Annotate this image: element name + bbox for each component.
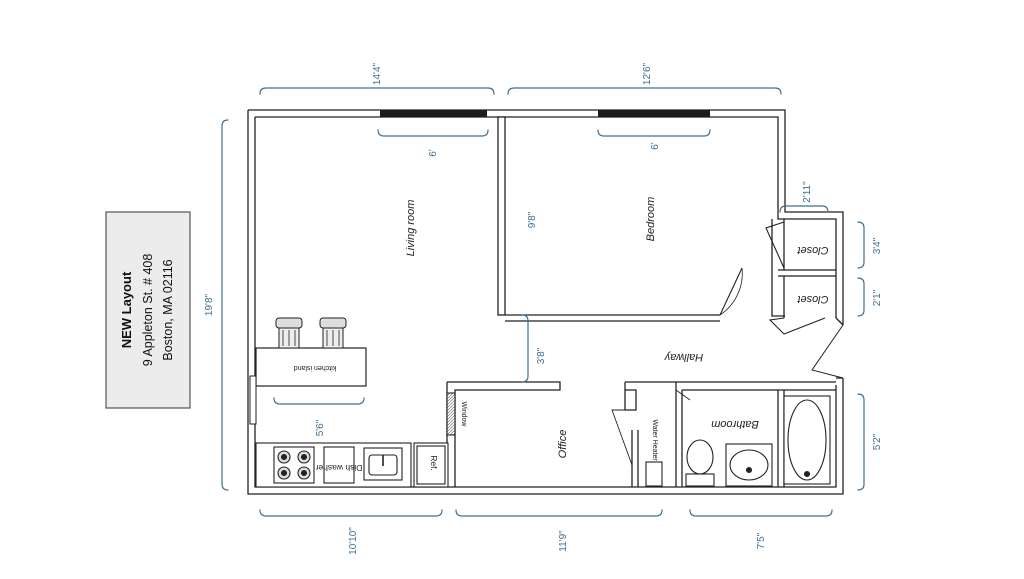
dim-bottom-right: 7'5": [756, 532, 767, 549]
walls: [247, 109, 844, 495]
water-heater: Water Heater: [645, 419, 663, 487]
dim-top-left: 14'4": [372, 62, 383, 85]
kitchen-island: kitchen island: [249, 347, 367, 425]
doors: [446, 221, 844, 466]
bar-stools: [275, 317, 347, 349]
room-label-closet-2: Closet: [796, 293, 828, 305]
water-heater-label: Water Heater: [651, 419, 658, 461]
dim-closet-2-height: 2'1": [872, 289, 883, 306]
dim-bedroom-height: 9'8": [527, 211, 538, 228]
bathroom-fixtures: Water Heater Window: [460, 395, 831, 487]
kitchen-island-label: kitchen island: [294, 364, 337, 371]
room-label-closet-1: Closet: [796, 244, 828, 256]
bar-stool-left: [275, 317, 303, 349]
kitchen-counter: Dish washer Ref.: [255, 442, 449, 488]
kitchen-sink: [363, 447, 403, 481]
room-label-office: Office: [557, 430, 569, 459]
room-label-hallway: Hallway: [663, 351, 703, 363]
bathtub: [783, 395, 831, 485]
windows: [380, 110, 710, 117]
dimension-labels: 14'4" 12'6" 19'8" 6' 6' 9'8" 3'8" 5'6" 2…: [204, 62, 883, 554]
bar-stool-right: [319, 317, 347, 349]
dimension-lines: [221, 87, 865, 517]
refrigerator-label: Ref.: [429, 455, 439, 471]
refrigerator: Ref.: [413, 442, 449, 488]
dim-hall-gap: 3'8": [536, 347, 547, 364]
title-block: NEW Layout 9 Appleton St. # 408 Boston, …: [105, 211, 191, 409]
dim-island-width: 5'6": [315, 419, 326, 436]
office-window-label: Window: [460, 402, 467, 428]
room-labels: Living room Bedroom Hallway Office Bathr…: [405, 197, 829, 459]
title-text: NEW Layout: [119, 271, 134, 348]
living-room-window: [380, 110, 487, 117]
dishwasher: Dish washer: [315, 446, 362, 484]
address-line-2: Boston, MA 02116: [161, 259, 175, 360]
dim-left-height: 19'8": [204, 293, 215, 316]
dim-bedroom-window: 6': [650, 142, 661, 150]
bedroom-window: [598, 110, 710, 117]
dim-bath-height: 5'2": [872, 433, 883, 450]
dim-bottom-left: 10'10": [348, 527, 359, 555]
bathroom-sink: [725, 443, 773, 487]
room-label-bathroom: Bathroom: [711, 418, 759, 430]
room-label-living: Living room: [405, 200, 417, 257]
dim-bottom-mid: 11'9": [558, 530, 569, 552]
stove: [273, 446, 315, 484]
dim-top-right: 12'6": [642, 62, 653, 85]
dishwasher-label: Dish washer: [315, 463, 362, 473]
toilet: [685, 439, 715, 487]
address-line-1: 9 Appleton St. # 408: [141, 254, 155, 367]
room-label-bedroom: Bedroom: [645, 197, 657, 242]
dim-living-window: 6': [428, 149, 439, 157]
dim-closet-width: 2'11": [802, 181, 813, 203]
dim-closet-1-height: 3'4": [872, 237, 883, 254]
